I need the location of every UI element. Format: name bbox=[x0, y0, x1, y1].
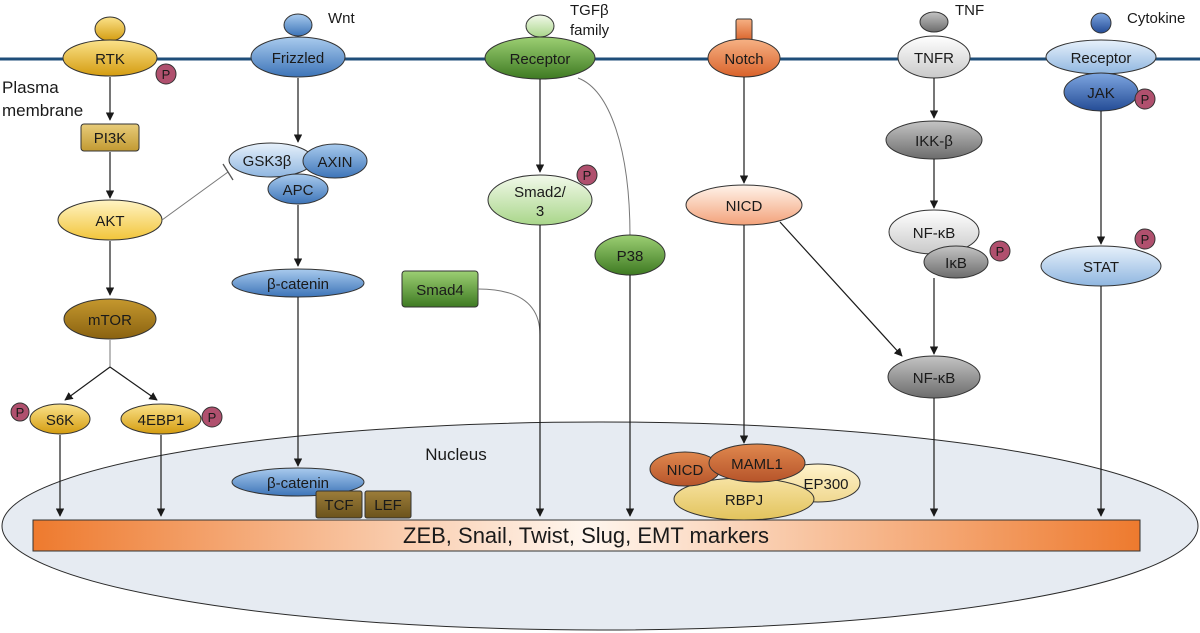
phospho-s6k bbox=[10, 402, 30, 422]
akt-inhibit-bar bbox=[222, 163, 234, 181]
wnt-label: Wnt bbox=[328, 10, 356, 27]
nicd-label: NICD bbox=[726, 198, 763, 215]
mtor-label: mTOR bbox=[88, 312, 132, 329]
smad23-label-1: Smad2/ bbox=[514, 184, 567, 201]
rtk-receptor-label: RTK bbox=[95, 51, 125, 68]
apc-node bbox=[267, 173, 329, 205]
cytokine-receptor-label: Receptor bbox=[1071, 50, 1132, 67]
target-genes-label: ZEB, Snail, Twist, Slug, EMT markers bbox=[403, 523, 769, 548]
cytokine-ligand bbox=[1090, 12, 1112, 34]
wnt-ligand bbox=[283, 13, 313, 37]
nucleus-label: Nucleus bbox=[425, 445, 486, 464]
notch-label: Notch bbox=[724, 51, 763, 68]
phospho-4ebp1 bbox=[201, 406, 223, 428]
bcat-nuc-node bbox=[231, 467, 365, 497]
akt-label: AKT bbox=[95, 213, 124, 230]
tgfb-ligand bbox=[525, 14, 555, 38]
notch-ligand bbox=[735, 18, 753, 42]
rbpj-label: RBPJ bbox=[725, 492, 763, 509]
smad4-link bbox=[477, 288, 541, 336]
smad4-label: Smad4 bbox=[416, 282, 464, 299]
tgfb-label-2: family bbox=[570, 22, 610, 39]
plasma-membrane-label-1: Plasma bbox=[2, 78, 59, 97]
nfkb-complex-label: NF-κB bbox=[913, 225, 956, 242]
cytokine-label: Cytokine bbox=[1127, 10, 1185, 27]
frizzled-label: Frizzled bbox=[272, 50, 325, 67]
maml1-label: MAML1 bbox=[731, 456, 783, 473]
plasma-membrane-label-2: membrane bbox=[2, 101, 83, 120]
maml1-node bbox=[708, 443, 806, 483]
ikb-label: IκB bbox=[945, 255, 967, 272]
s6k-node bbox=[29, 403, 91, 435]
rtk-ligand bbox=[94, 16, 126, 42]
phospho-smad23 bbox=[576, 164, 598, 186]
phospho-stat bbox=[1134, 228, 1156, 250]
ikkb-label: IKK-β bbox=[915, 133, 953, 150]
arrow-nicd-nfkb bbox=[779, 221, 903, 357]
phospho-smad23-label: P bbox=[583, 168, 592, 183]
phospho-stat-label: P bbox=[1141, 232, 1150, 247]
tnfr-label: TNFR bbox=[914, 50, 954, 67]
apc-label: APC bbox=[283, 182, 314, 199]
phospho-jak bbox=[1134, 88, 1156, 110]
axin-node bbox=[302, 143, 368, 179]
bcat-nuc-label: β-catenin bbox=[267, 475, 329, 492]
ikb-node bbox=[923, 245, 989, 279]
phospho-ikb-label: P bbox=[996, 244, 1005, 259]
jak-label: JAK bbox=[1087, 85, 1115, 102]
gsk3b-label: GSK3β bbox=[243, 153, 292, 170]
stat-label: STAT bbox=[1083, 259, 1119, 276]
phospho-jak-label: P bbox=[1141, 92, 1150, 107]
tnf-label: TNF bbox=[955, 2, 984, 19]
bcat-cyto-label: β-catenin bbox=[267, 276, 329, 293]
phospho-4ebp1-label: P bbox=[208, 410, 217, 425]
mtor-node bbox=[63, 298, 157, 340]
tnf-ligand bbox=[919, 11, 949, 33]
arrow-mtor-4ebp1 bbox=[109, 366, 158, 401]
nicd-nuc-label: NICD bbox=[667, 462, 704, 479]
4ebp1-node bbox=[120, 403, 202, 435]
nfkb-free-label: NF-κB bbox=[913, 370, 956, 387]
ep300-label: EP300 bbox=[803, 476, 848, 493]
frizzled-receptor bbox=[250, 36, 346, 78]
rtk-receptor bbox=[62, 39, 158, 77]
akt-inhibit-line bbox=[161, 171, 229, 221]
lef-node bbox=[364, 490, 412, 519]
4ebp1-label: 4EBP1 bbox=[138, 412, 185, 429]
tcf-label: TCF bbox=[324, 497, 353, 514]
phospho-rtk bbox=[155, 63, 177, 85]
receptor-p38-link bbox=[577, 77, 631, 237]
tgfb-label-1: TGFβ bbox=[570, 2, 609, 19]
s6k-label: S6K bbox=[46, 412, 74, 429]
pi3k-label: PI3K bbox=[94, 130, 127, 147]
phospho-ikb bbox=[989, 240, 1011, 262]
smad23-label-2: 3 bbox=[536, 203, 544, 220]
phospho-rtk-label: P bbox=[162, 67, 171, 82]
target-genes-bar bbox=[32, 519, 1141, 552]
arrow-mtor-s6k bbox=[64, 366, 111, 401]
tcf-node bbox=[315, 490, 363, 519]
axin-label: AXIN bbox=[317, 154, 352, 171]
p38-label: P38 bbox=[617, 248, 644, 265]
phospho-s6k-label: P bbox=[16, 405, 25, 420]
tgfb-receptor-label: Receptor bbox=[510, 51, 571, 68]
lef-label: LEF bbox=[374, 497, 402, 514]
pi3k-node bbox=[80, 123, 140, 152]
